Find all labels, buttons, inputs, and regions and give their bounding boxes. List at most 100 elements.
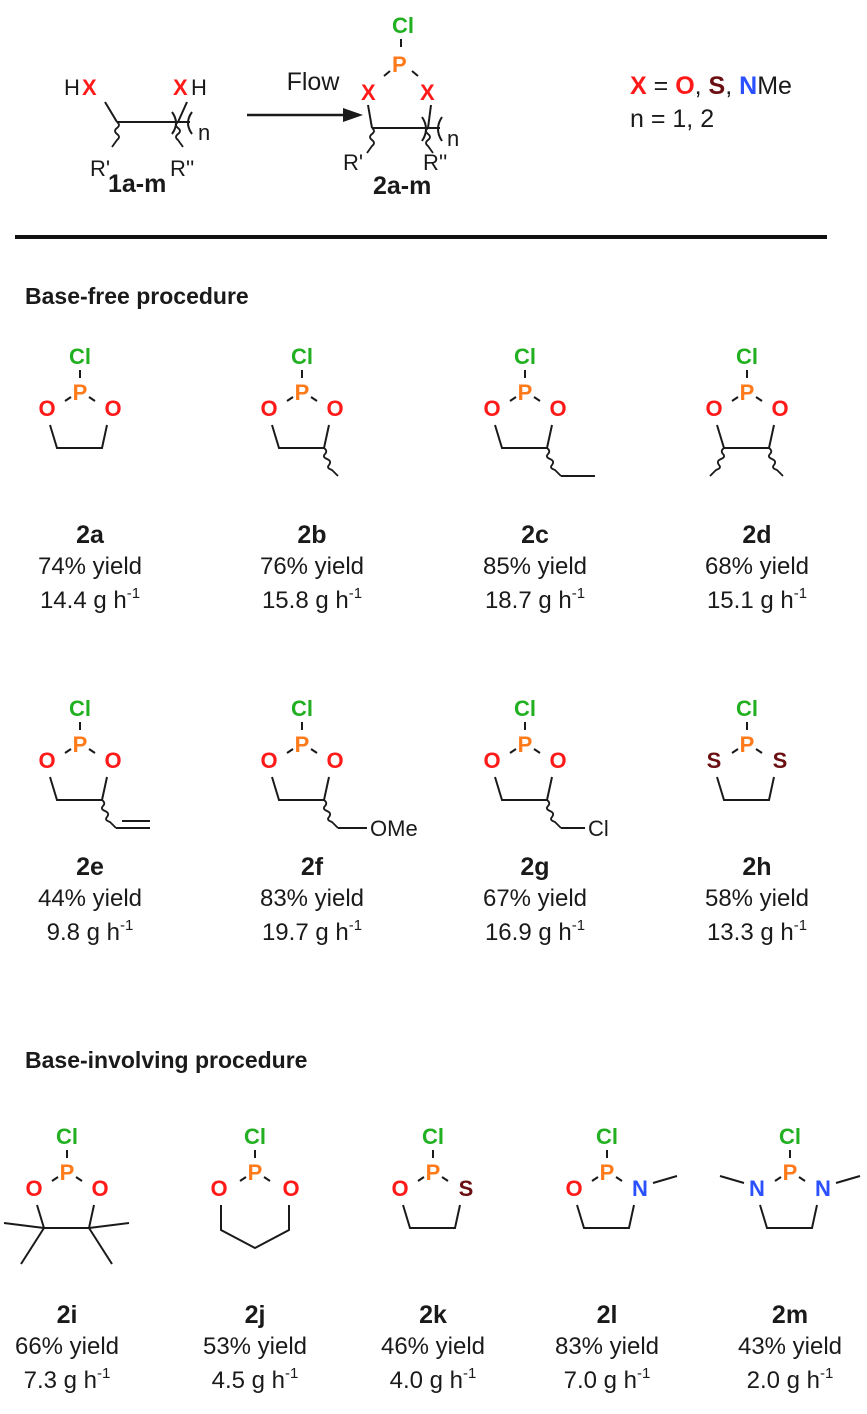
compound-2e-structure: O O bbox=[38, 695, 150, 829]
compound-rate: 19.7 g h-1 bbox=[212, 916, 412, 950]
product-x-right: X bbox=[420, 80, 435, 105]
product-p: P bbox=[392, 52, 407, 77]
compound-label: 2d bbox=[742, 521, 772, 549]
compound-card: O N 2l 83% yield 7.0 g h-1 bbox=[507, 1110, 707, 1398]
product-n-subscript: n bbox=[447, 126, 459, 151]
compound-label: 2c bbox=[521, 521, 549, 549]
reactant-x-right: X bbox=[173, 75, 188, 100]
product-x-left: X bbox=[361, 80, 376, 105]
product-cl: Cl bbox=[392, 13, 414, 38]
compound-card: O O OMe 2f 83% yield 19.7 g h-1 bbox=[212, 682, 418, 950]
compound-yield: 44% yield bbox=[37, 885, 143, 912]
reaction-arrow-icon bbox=[247, 108, 363, 122]
compound-yield: 76% yield bbox=[259, 553, 365, 580]
compound-card: N N 2m 43% yield 2.0 g h-1 bbox=[690, 1110, 867, 1398]
reactant-r1: R' bbox=[90, 156, 110, 181]
rate-exponent: -1 bbox=[348, 585, 363, 602]
rate-value: 18.7 g h bbox=[484, 587, 572, 614]
rate-exponent: -1 bbox=[793, 585, 808, 602]
svg-text:O: O bbox=[104, 748, 121, 773]
svg-text:O: O bbox=[210, 1176, 227, 1201]
compound-yield: 83% yield bbox=[554, 1333, 660, 1360]
rate-value: 7.3 g h bbox=[23, 1367, 98, 1394]
compound-card: O O 2a 74% yield 14.4 g h-1 bbox=[0, 330, 190, 618]
compound-label: 2a bbox=[76, 521, 104, 549]
compound-card: S S 2h 58% yield 13.3 g h-1 bbox=[657, 682, 857, 950]
compound-card: O O 2c 85% yield 18.7 g h-1 bbox=[435, 330, 635, 618]
compound-2l-structure: O N bbox=[565, 1123, 678, 1229]
svg-text:O: O bbox=[260, 748, 277, 773]
rate-exponent: -1 bbox=[571, 585, 586, 602]
rate-value: 19.7 g h bbox=[261, 919, 349, 946]
svg-text:O: O bbox=[38, 396, 55, 421]
compound-card: O O 2b 76% yield 15.8 g h-1 bbox=[212, 330, 412, 618]
svg-text:O: O bbox=[326, 748, 343, 773]
svg-text:O: O bbox=[565, 1176, 582, 1201]
compound-yield: 67% yield bbox=[482, 885, 588, 912]
product-structure: Cl P X X n R' R'' bbox=[343, 13, 459, 175]
compound-2a-structure: O O bbox=[38, 343, 122, 449]
rate-value: 14.4 g h bbox=[39, 587, 127, 614]
rate-exponent: -1 bbox=[820, 1365, 834, 1382]
compound-yield: 58% yield bbox=[704, 885, 810, 912]
legend-n: N bbox=[739, 72, 758, 100]
legend-x: X bbox=[630, 72, 647, 100]
compound-2d-structure: O O bbox=[705, 343, 789, 477]
rate-value: 15.1 g h bbox=[706, 587, 794, 614]
svg-text:O: O bbox=[483, 396, 500, 421]
compound-yield: 68% yield bbox=[704, 553, 810, 580]
compound-rate: 4.0 g h-1 bbox=[333, 1364, 533, 1398]
svg-text:O: O bbox=[25, 1176, 42, 1201]
rate-value: 9.8 g h bbox=[46, 919, 121, 946]
svg-text:O: O bbox=[38, 748, 55, 773]
reactant-h-left: H bbox=[64, 75, 80, 100]
reactant-label: 1a-m bbox=[108, 170, 167, 198]
compound-2g-structure: O O Cl bbox=[483, 695, 609, 841]
compound-card: O O 2j 53% yield 4.5 g h-1 bbox=[155, 1110, 355, 1398]
rate-exponent: -1 bbox=[571, 917, 586, 934]
compound-rate: 7.0 g h-1 bbox=[507, 1364, 707, 1398]
compound-rate: 13.3 g h-1 bbox=[657, 916, 857, 950]
compound-2i-structure: O O bbox=[3, 1123, 130, 1265]
legend-s: S bbox=[708, 72, 726, 100]
svg-text:S: S bbox=[459, 1176, 474, 1201]
compound-label: 2j bbox=[244, 1301, 266, 1329]
compound-card: O O Cl 2g 67% yield 16.9 g h-1 bbox=[435, 682, 635, 950]
compound-yield: 53% yield bbox=[202, 1333, 308, 1360]
compound-2c-structure: O O bbox=[483, 343, 595, 477]
x-definition: X = O, S, NMe bbox=[630, 72, 792, 101]
compound-2m-structure: N N bbox=[719, 1123, 861, 1229]
rate-exponent: -1 bbox=[793, 917, 808, 934]
compound-2f-structure: O O OMe bbox=[260, 695, 418, 841]
svg-text:O: O bbox=[326, 396, 343, 421]
compound-yield: 43% yield bbox=[737, 1333, 843, 1360]
legend-o: O bbox=[675, 72, 695, 100]
compound-rate: 15.8 g h-1 bbox=[212, 584, 412, 618]
section-title-base-free: Base-free procedure bbox=[25, 283, 249, 309]
svg-text:O: O bbox=[391, 1176, 408, 1201]
compound-rate: 4.5 g h-1 bbox=[155, 1364, 355, 1398]
rate-value: 4.5 g h bbox=[211, 1367, 286, 1394]
compound-card: O O 2e 44% yield 9.8 g h-1 bbox=[0, 682, 190, 950]
rate-exponent: -1 bbox=[348, 917, 363, 934]
svg-text:O: O bbox=[549, 396, 566, 421]
compound-card: O O 2d 68% yield 15.1 g h-1 bbox=[657, 330, 857, 618]
rate-exponent: -1 bbox=[120, 917, 134, 934]
reactant-n-subscript: n bbox=[198, 120, 210, 145]
compound-yield: 74% yield bbox=[37, 553, 143, 580]
svg-text:S: S bbox=[707, 748, 722, 773]
product-r2: R'' bbox=[423, 150, 447, 175]
compound-yield: 46% yield bbox=[380, 1333, 486, 1360]
compound-2h-structure: S S bbox=[707, 695, 787, 801]
product-label: 2a-m bbox=[373, 172, 432, 200]
compound-rate: 15.1 g h-1 bbox=[657, 584, 857, 618]
legend-me: Me bbox=[757, 72, 792, 100]
rate-exponent: -1 bbox=[463, 1365, 477, 1382]
compound-label: 2l bbox=[596, 1301, 618, 1329]
rate-exponent: -1 bbox=[285, 1365, 299, 1382]
compound-label: 2g bbox=[520, 853, 550, 881]
compound-label: 2b bbox=[297, 521, 327, 549]
svg-text:O: O bbox=[104, 396, 121, 421]
compound-yield: 66% yield bbox=[14, 1333, 120, 1360]
compound-rate: 18.7 g h-1 bbox=[435, 584, 635, 618]
